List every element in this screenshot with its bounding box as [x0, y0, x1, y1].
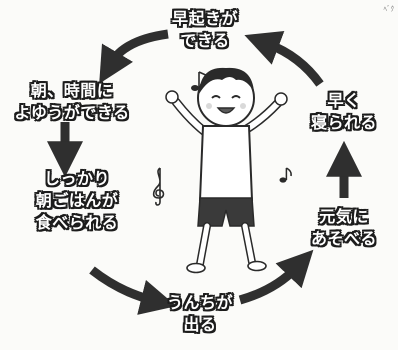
- step-line: よゆうができる: [14, 103, 130, 122]
- step-line: 早く: [327, 91, 361, 110]
- step-morning-spare-time: 朝、時間に よゆうができる: [4, 80, 140, 124]
- arrow-breakfast-to-bottom: [89, 266, 177, 315]
- arrow-top-to-left: [99, 29, 169, 84]
- step-line: 食べられる: [35, 213, 119, 232]
- step-wake-early: 早起きが できる: [160, 8, 250, 52]
- step-play-energetically: 元気に あそべる: [298, 206, 390, 250]
- step-line: うんちが: [166, 293, 233, 312]
- music-note-icon: [279, 167, 292, 183]
- treble-clef-icon: [152, 167, 165, 206]
- step-line: 寝られる: [310, 113, 377, 132]
- step-poop: うんちが 出る: [152, 292, 248, 336]
- step-line: 出る: [183, 315, 217, 334]
- step-line: しっかり: [43, 169, 110, 188]
- arrow-bottom-to-play: [238, 249, 314, 305]
- step-line: 朝、時間に: [30, 81, 114, 100]
- step-sleep-early: 早く 寝られる: [300, 90, 388, 134]
- boy-illustration: [165, 67, 288, 274]
- step-line: 早起きが: [171, 9, 238, 28]
- step-line: 朝ごはんが: [35, 191, 119, 210]
- step-line: あそべる: [310, 229, 377, 248]
- arrow-sleep-to-top: [244, 30, 324, 87]
- step-line: 元気に: [319, 207, 369, 226]
- corner-mark: ﾍﾞｸ: [383, 5, 395, 13]
- step-line: できる: [180, 31, 230, 50]
- step-eat-breakfast: しっかり 朝ごはんが 食べられる: [22, 168, 132, 234]
